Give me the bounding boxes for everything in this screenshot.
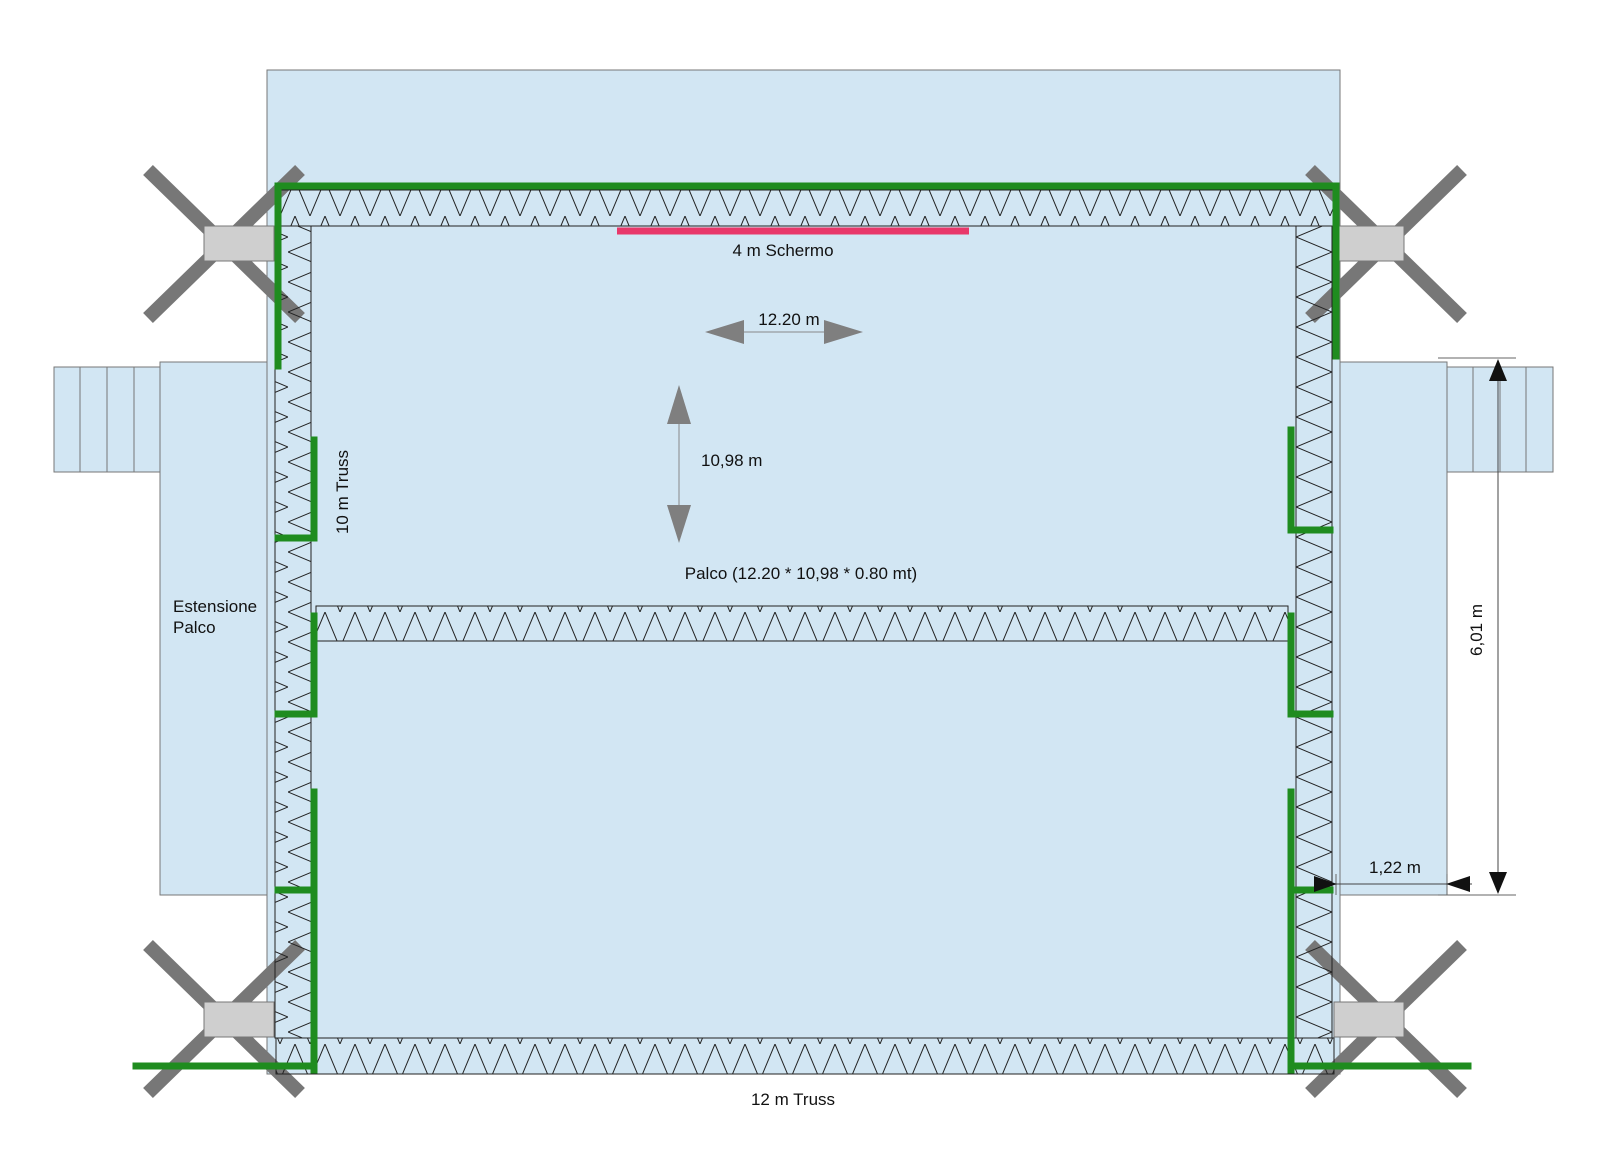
depth-arrow-icon xyxy=(667,385,691,543)
base-pads xyxy=(203,225,1405,1038)
bottom-truss xyxy=(275,1037,1335,1075)
side-truss-label: 10 m Truss xyxy=(333,450,352,534)
bottom-truss-label: 12 m Truss xyxy=(751,1090,835,1109)
screen-label: 4 m Schermo xyxy=(732,241,833,260)
extension-platform-left xyxy=(53,361,268,896)
extension-width-dimension xyxy=(1314,874,1472,895)
extension-label-line2: Palco xyxy=(173,618,216,637)
right-truss xyxy=(1295,225,1333,1039)
extension-height-label: 6,01 m xyxy=(1467,604,1486,656)
width-label: 12.20 m xyxy=(758,310,819,329)
stage-platform xyxy=(266,69,1341,1075)
extension-width-label: 1,22 m xyxy=(1369,858,1421,877)
green-brackets xyxy=(132,182,1472,1074)
middle-truss xyxy=(315,605,1289,642)
depth-label: 10,98 m xyxy=(701,451,762,470)
extension-height-dimension xyxy=(1438,357,1516,896)
extension-label-line1: Estensione xyxy=(173,597,257,616)
stage-label: Palco (12.20 * 10,98 * 0.80 mt) xyxy=(685,564,917,583)
extension-platform-right xyxy=(1339,361,1554,896)
width-arrow-icon xyxy=(705,320,863,344)
top-truss xyxy=(279,189,1335,227)
